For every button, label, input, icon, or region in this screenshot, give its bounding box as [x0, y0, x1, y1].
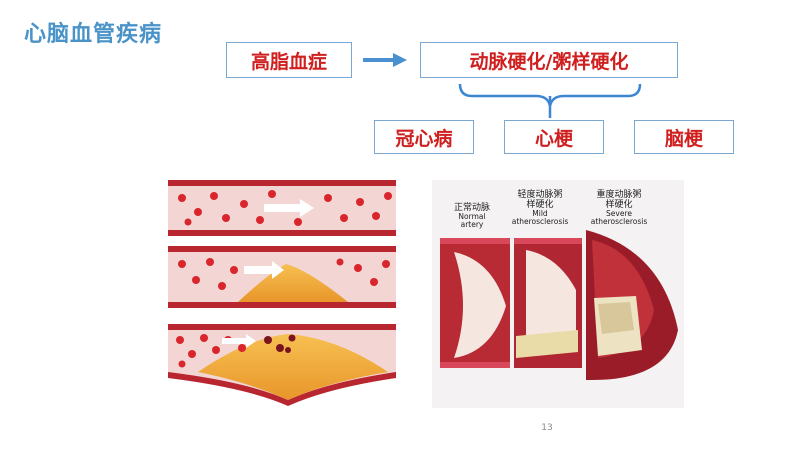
- result-label: 动脉硬化/粥样硬化: [469, 50, 629, 73]
- label-zh: 重度动脉粥样硬化: [596, 190, 642, 210]
- label-zh: 正常动脉: [453, 203, 490, 213]
- bracket-connector: [458, 83, 642, 118]
- artery-cross-section-illustration: [432, 180, 684, 408]
- outcome-label: 心梗: [534, 127, 573, 150]
- vessel-normal: [168, 180, 396, 236]
- label-en: Mild atherosclerosis: [511, 209, 569, 226]
- section-severe: [586, 230, 678, 380]
- outcome-box-chd: 冠心病: [374, 120, 474, 154]
- arrow-right-icon: [363, 53, 407, 67]
- label-normal-artery: 正常动脉 Normal artery: [446, 203, 498, 229]
- cause-box: 高脂血症: [226, 42, 352, 78]
- label-mild-atherosclerosis: 轻度动脉粥样硬化 Mild atherosclerosis: [508, 190, 572, 226]
- vessel-mild-plaque: [168, 246, 396, 308]
- outcome-label: 脑梗: [664, 127, 703, 150]
- outcome-box-mi: 心梗: [504, 120, 604, 154]
- vessel-severe-plaque: [168, 324, 396, 406]
- section-mild: [514, 238, 582, 368]
- label-en: Severe atherosclerosis: [590, 209, 648, 226]
- outcome-label: 冠心病: [395, 127, 453, 150]
- label-zh: 轻度动脉粥样硬化: [517, 190, 563, 210]
- outcome-box-stroke: 脑梗: [634, 120, 734, 154]
- page-number: 13: [541, 423, 553, 433]
- cause-label: 高脂血症: [250, 50, 327, 73]
- label-en: Normal artery: [458, 212, 486, 229]
- result-box: 动脉硬化/粥样硬化: [420, 42, 678, 78]
- section-normal: [440, 238, 510, 368]
- label-severe-atherosclerosis: 重度动脉粥样硬化 Severe atherosclerosis: [586, 190, 652, 226]
- plaque-progression-illustration: [168, 180, 396, 406]
- slide-title: 心脑血管疾病: [24, 22, 163, 47]
